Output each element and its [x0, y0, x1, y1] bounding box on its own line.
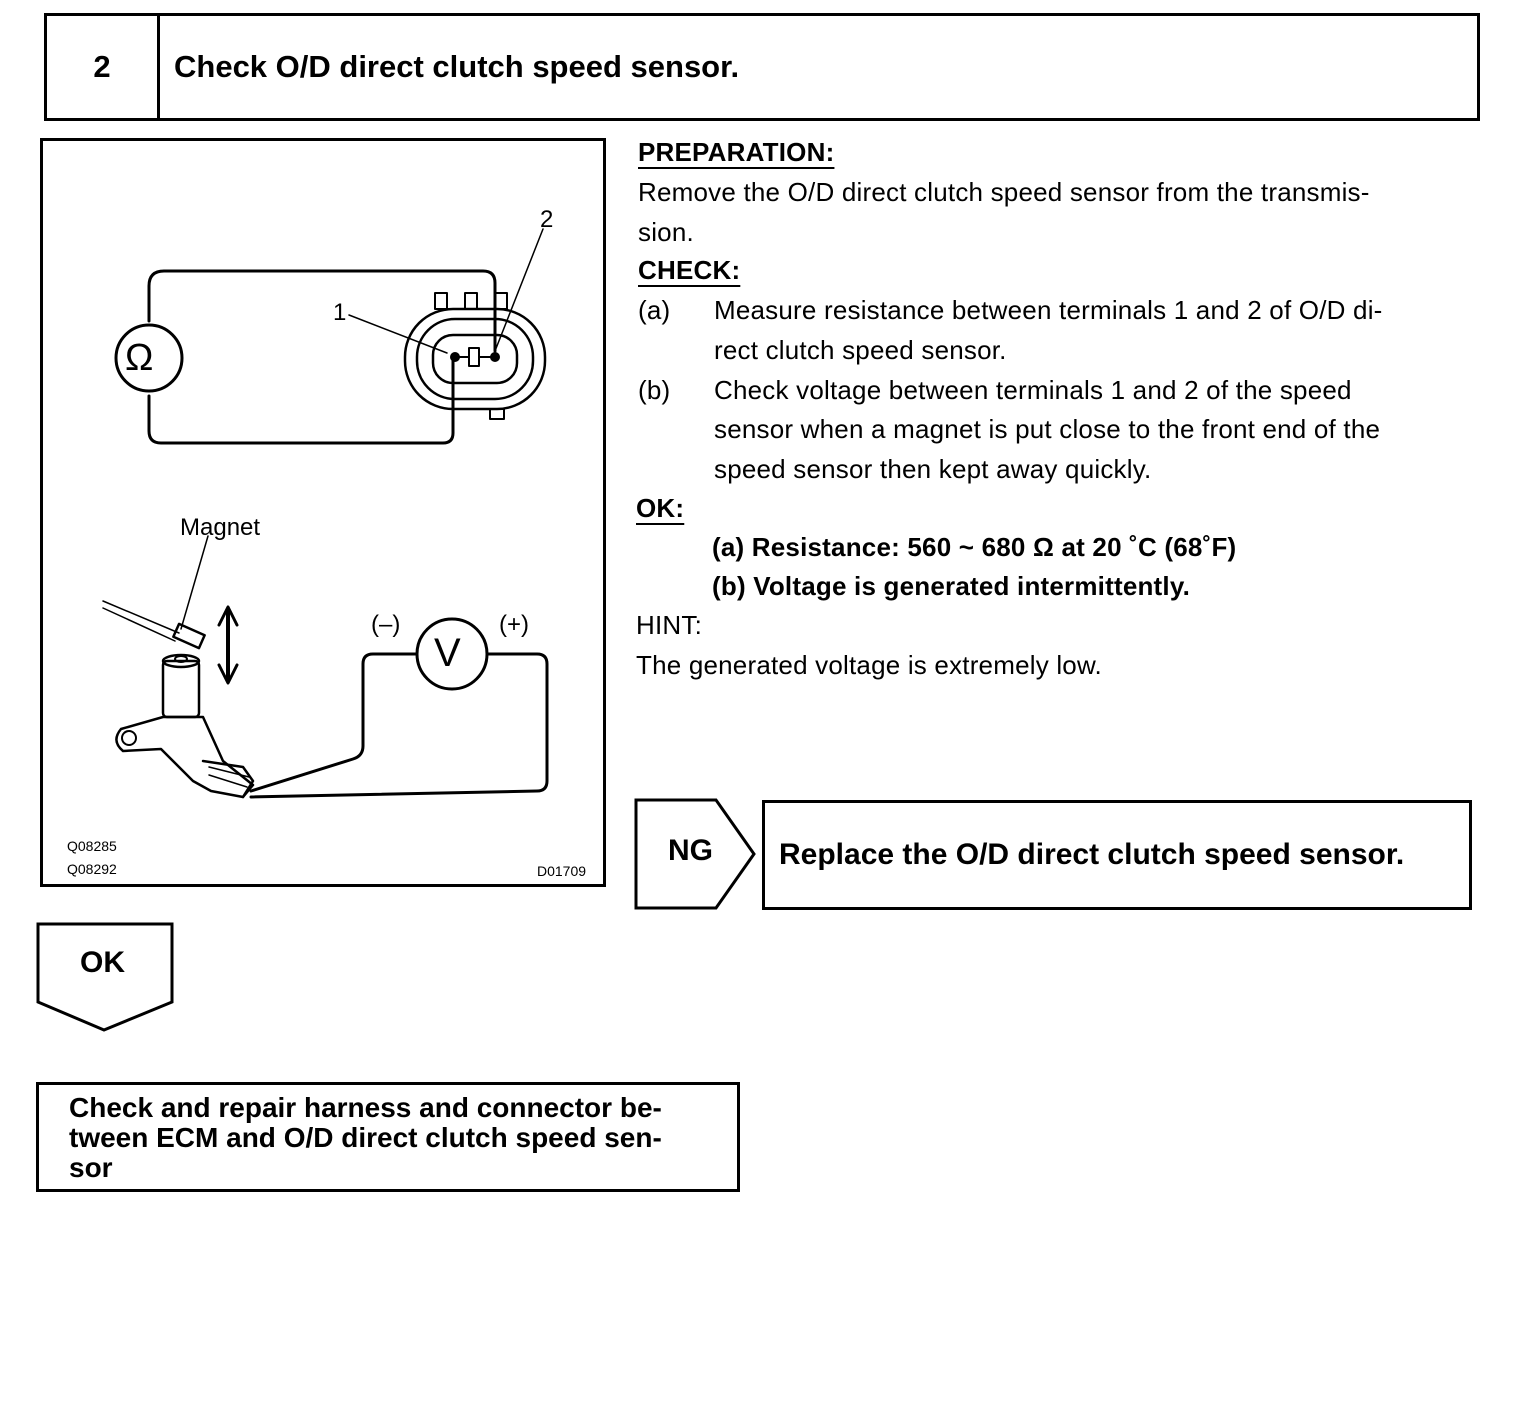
- step-number: 2: [93, 49, 111, 84]
- wiring-diagram: [102, 228, 549, 799]
- check-b-label: (b): [638, 375, 671, 405]
- check-b-line-2: sensor when a magnet is put close to the…: [714, 414, 1381, 444]
- ok-heading: OK:: [636, 493, 685, 523]
- ok-action-box: Check and repair harness and connector b…: [36, 1082, 740, 1192]
- check-a-line-2: rect clutch speed sensor.: [714, 335, 1007, 365]
- ok-label: OK: [80, 946, 125, 979]
- ng-arrow-shape: [634, 798, 756, 910]
- preparation-line-1: Remove the O/D direct clutch speed senso…: [638, 177, 1370, 207]
- terminal-1-label: 1: [333, 299, 347, 326]
- figure-code-3: D01709: [537, 863, 587, 879]
- check-a-label: (a): [638, 295, 671, 325]
- figure-code-1: Q08285: [67, 838, 117, 854]
- ohm-lead-top: [147, 269, 497, 353]
- hint-text: The generated voltage is extremely low.: [636, 650, 1102, 680]
- volt-symbol: V: [434, 631, 461, 675]
- ok-spec-b: (b) Voltage is generated intermittently.: [712, 571, 1190, 601]
- check-b-line-1: Check voltage between terminals 1 and 2 …: [714, 375, 1352, 405]
- ok-action-line-3: sor: [69, 1152, 113, 1183]
- ohmmeter-circle: [114, 323, 184, 393]
- step-number-cell: 2: [44, 13, 160, 121]
- check-heading: CHECK:: [638, 255, 741, 285]
- ohm-lead-bottom: [147, 357, 455, 445]
- ng-action-text: Replace the O/D direct clutch speed sens…: [779, 838, 1405, 871]
- ohm-symbol: Ω: [125, 337, 154, 379]
- ng-label: NG: [668, 834, 713, 867]
- connector-outer: [403, 307, 547, 411]
- check-a-line-1: Measure resistance between terminals 1 a…: [714, 295, 1383, 325]
- step-title-cell: Check O/D direct clutch speed sensor.: [157, 13, 1480, 121]
- preparation-line-2: sion.: [638, 217, 694, 247]
- magnet-label: Magnet: [180, 514, 261, 541]
- connector-mid: [415, 317, 535, 401]
- minus-label: (–): [371, 611, 401, 638]
- ok-spec-a: (a) Resistance: 560 ~ 680 Ω at 20 ˚C (68…: [712, 532, 1237, 562]
- connector-inner: [431, 333, 519, 385]
- plus-label: (+): [499, 611, 529, 638]
- preparation-heading: PREPARATION:: [638, 137, 835, 167]
- ok-action-line-1: Check and repair harness and connector b…: [69, 1092, 662, 1123]
- ng-action-box: Replace the O/D direct clutch speed sens…: [762, 800, 1472, 910]
- check-b-line-3: speed sensor then kept away quickly.: [714, 454, 1152, 484]
- figure-code-2: Q08292: [67, 861, 117, 877]
- ok-arrow-shape: [36, 922, 174, 1032]
- hint-heading: HINT:: [636, 610, 702, 640]
- terminal-2-label: 2: [540, 206, 554, 233]
- volt-lead-minus: [249, 652, 419, 793]
- volt-lead-plus: [249, 652, 549, 799]
- ok-action-line-2: tween ECM and O/D direct clutch speed se…: [69, 1122, 662, 1153]
- step-title: Check O/D direct clutch speed sensor.: [174, 49, 740, 84]
- wiring-figure: Ω 1 2 Magnet (–) (+) V Q08285 Q08292 D01…: [40, 138, 606, 887]
